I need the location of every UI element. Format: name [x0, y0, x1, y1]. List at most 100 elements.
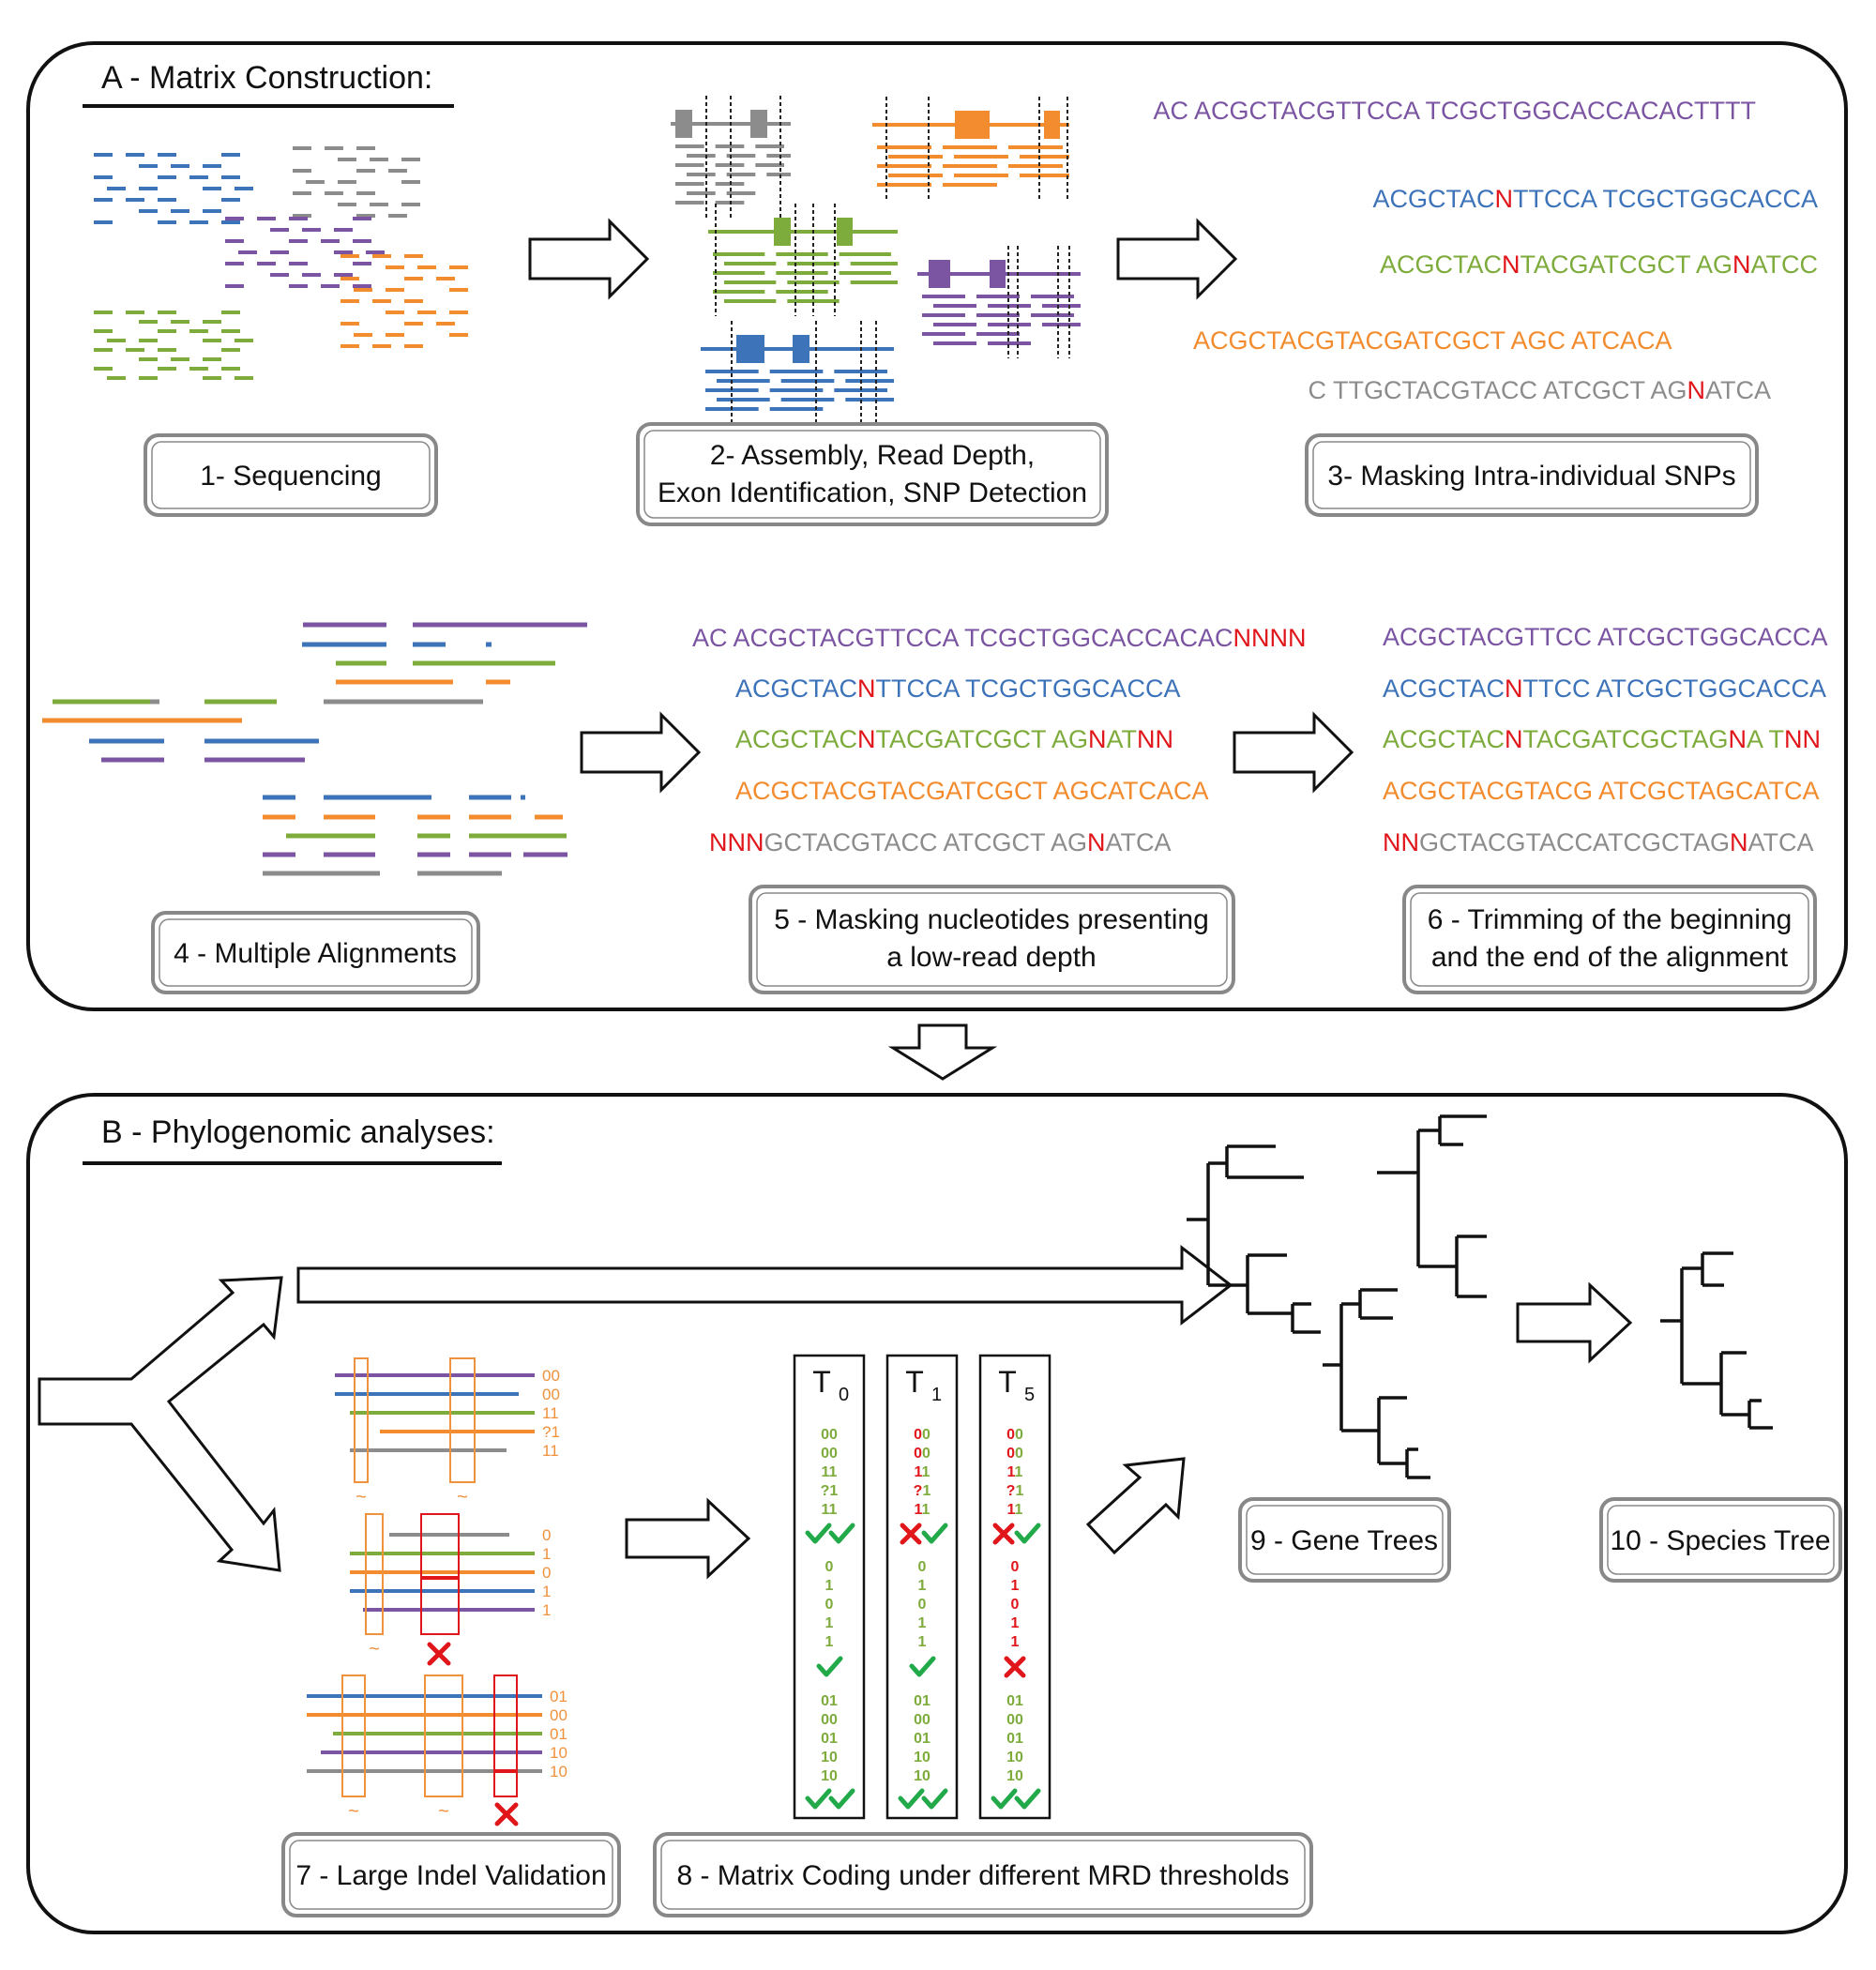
sequence-row: ACGCTACGTACGATCGCT AGC ATCACA: [1193, 326, 1672, 355]
arrow-step9-to-10: [1516, 1281, 1633, 1364]
sequence-row: AC ACGCTACGTTCCA TCGCTGGCACCACACTTTT: [1153, 97, 1756, 125]
threshold-subscript: 0: [839, 1385, 849, 1405]
masked-nucleotide: N: [1730, 828, 1748, 856]
sequence-segment: ATCA: [1705, 376, 1771, 404]
contig-5: [701, 321, 894, 424]
sequence-row: ACGCTACNTACGATCGCTAGNA TNN: [1383, 725, 1821, 753]
tilde-symbol: ~: [356, 1487, 367, 1508]
sequence-segment: ACGCTAC: [1383, 725, 1505, 753]
cross-icon: [900, 1523, 922, 1545]
indel-box: [449, 1357, 476, 1483]
matrix-code: 00: [914, 1446, 930, 1462]
code-char: 01: [1006, 1731, 1023, 1747]
matrix-code: 01: [914, 1693, 930, 1709]
matrix-code: 11: [1007, 1464, 1023, 1480]
step-7-box: 7 - Large Indel Validation: [281, 1832, 621, 1917]
exon-block: [929, 260, 950, 288]
indel-code: 11: [542, 1404, 559, 1422]
cross-stroke: [494, 1802, 519, 1826]
matrix-code: 11: [915, 1464, 930, 1480]
code-char: 00: [821, 1427, 838, 1443]
check-icon: [1014, 1523, 1041, 1544]
matrix-code: ?1: [821, 1483, 839, 1499]
code-char: 0: [1011, 1559, 1020, 1575]
masked-nucleotide: N: [1729, 725, 1747, 753]
matrix-code: 01: [821, 1693, 838, 1709]
masked-nucleotide: N: [1087, 828, 1106, 856]
masked-nucleotide: N: [857, 725, 876, 753]
cross-icon: [992, 1523, 1015, 1545]
cross-icon: [494, 1802, 519, 1826]
step-2-label-line1: 2- Assembly, Read Depth,: [710, 440, 1035, 471]
code-char: 0: [1006, 1427, 1015, 1443]
sequence-segment: ACGCTAC: [735, 725, 857, 753]
sequence-segment: ACGCTAC: [1372, 185, 1494, 213]
code-char: 1: [922, 1483, 930, 1499]
matrix-code: 10: [914, 1768, 930, 1784]
sequence-segment: ACGCTACGTACG ATCGCTAGCATCA: [1383, 777, 1820, 805]
code-char: 1: [922, 1502, 930, 1518]
indel-code: 00: [542, 1386, 560, 1403]
step-7-label: 7 - Large Indel Validation: [295, 1860, 606, 1891]
arrow-step8-to-9: [1085, 1457, 1186, 1555]
step-10-box: 10 - Species Tree: [1599, 1497, 1842, 1583]
indel-code: 01: [550, 1688, 567, 1705]
exon-block: [750, 110, 767, 138]
masked-nucleotide: NN: [1383, 828, 1419, 856]
code-char: 00: [821, 1446, 838, 1462]
sequence-row: ACGCTACGTACG ATCGCTAGCATCA: [1383, 777, 1820, 805]
matrix-code: 0: [918, 1559, 927, 1575]
matrix-code: 0: [825, 1597, 834, 1613]
step-1-box: 1- Sequencing: [144, 433, 438, 517]
indel-code: 00: [542, 1367, 560, 1385]
code-char: 1: [1007, 1502, 1016, 1518]
code-char: 00: [821, 1712, 838, 1728]
column-frame: [885, 1354, 959, 1820]
sequence-segment: A T: [1747, 725, 1784, 753]
check-icon: [1014, 1788, 1041, 1810]
exon-block: [736, 335, 764, 363]
masked-nucleotide: N: [1505, 674, 1523, 703]
matrix-code: 0: [1011, 1597, 1020, 1613]
code-char: 10: [821, 1768, 838, 1784]
sequence-row: AC ACGCTACGTTCCA TCGCTGGCACCACACNNNN: [692, 624, 1307, 652]
sequence-row: ACGCTACGTACGATCGCT AGCATCACA: [735, 777, 1209, 805]
indel-code: 11: [542, 1442, 559, 1460]
low-depth-masked-sequences: AC ACGCTACGTTCCA TCGCTGGCACCACACNNNN ACGC…: [692, 624, 1307, 856]
step-6-label-line2: and the end of the alignment: [1431, 942, 1789, 973]
matrix-code: 1: [918, 1615, 927, 1631]
code-char: 01: [821, 1693, 838, 1709]
matrix-code: 00: [1006, 1446, 1023, 1462]
code-char: 1: [825, 1578, 834, 1594]
step-5-box: 5 - Masking nucleotides presenting a low…: [749, 885, 1235, 994]
code-char: ?: [1006, 1483, 1016, 1499]
code-char: 1: [915, 1502, 923, 1518]
sequence-segment: ATCC: [1751, 250, 1819, 279]
sequence-row: C TTGCTACGTACC ATCGCT AGNATCA: [1308, 376, 1771, 404]
matrix-code: 01: [1006, 1693, 1023, 1709]
sequence-segment: C TTGCTACGTACC ATCGCT AG: [1308, 376, 1687, 404]
masked-nucleotide: NN: [1784, 725, 1821, 753]
check-icon: [828, 1523, 855, 1544]
step-2-box: 2- Assembly, Read Depth, Exon Identifica…: [636, 422, 1109, 526]
step-3-label: 3- Masking Intra-individual SNPs: [1327, 461, 1735, 492]
sequence-row: ACGCTACNTTCC ATCGCTGGCACCA: [1383, 674, 1826, 703]
step-9-box: 9 - Gene Trees: [1238, 1497, 1451, 1583]
code-char: 10: [1006, 1750, 1023, 1765]
code-char: 0: [825, 1597, 834, 1613]
exon-block: [774, 218, 791, 246]
indel-code: ?1: [542, 1423, 560, 1441]
code-char: 01: [914, 1693, 930, 1709]
gene-tree-3: [1323, 1288, 1430, 1479]
arrow-step5-to-6: [1233, 711, 1354, 794]
code-char: 1: [1015, 1502, 1023, 1518]
check-icon: [805, 1788, 832, 1810]
cross-stroke: [427, 1642, 451, 1666]
sequence-segment: ATCA: [1748, 828, 1814, 856]
